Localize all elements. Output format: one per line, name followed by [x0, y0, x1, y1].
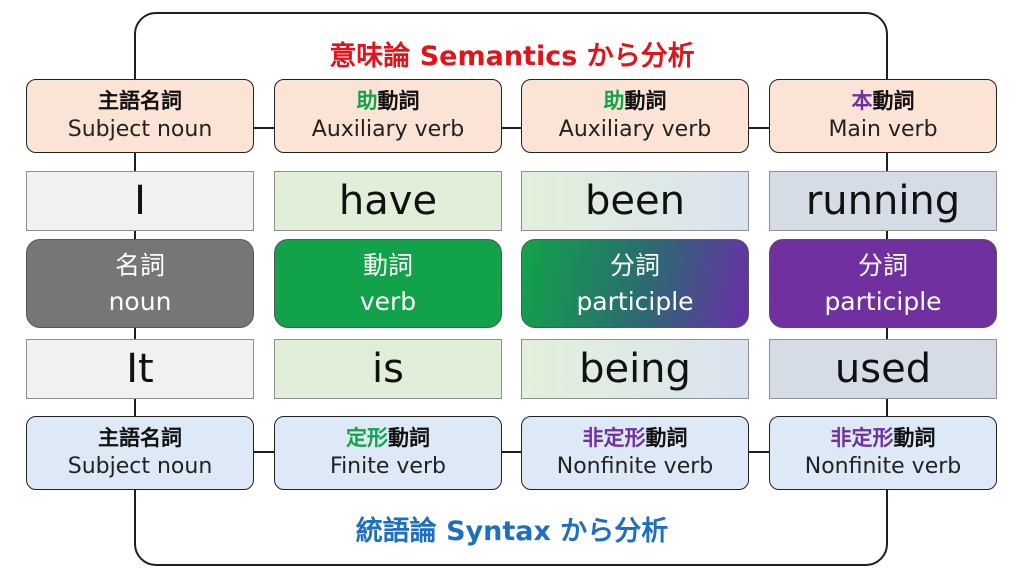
syntactic-label-nonfinite-verb: 非定形動詞 Nonfinite verb — [769, 416, 997, 490]
pos-participle: 分詞 participle — [769, 239, 997, 328]
syntactic-label-subject-noun: 主語名詞 Subject noun — [26, 416, 254, 490]
pos-verb: 動詞 verb — [274, 239, 502, 328]
pos-en: noun — [108, 286, 172, 316]
syntactic-connector — [254, 451, 274, 453]
sentence1-word: I — [26, 171, 254, 231]
semantic-label-en: Main verb — [828, 117, 938, 142]
semantic-label-en: Auxiliary verb — [311, 117, 465, 142]
sentence2-word: is — [274, 339, 502, 399]
sentence2-word: It — [26, 339, 254, 399]
sentence2-word: used — [769, 339, 997, 399]
syntactic-label-en: Finite verb — [330, 454, 446, 479]
sentence1-word: running — [769, 171, 997, 231]
semantic-connector — [749, 127, 769, 129]
syntactic-label-en: Nonfinite verb — [804, 454, 962, 479]
semantic-label-jp: 助動詞 — [356, 89, 420, 113]
syntactic-label-en: Subject noun — [67, 454, 213, 479]
syntactic-label-jp: 主語名詞 — [98, 426, 182, 450]
syntactic-connector — [502, 451, 522, 453]
semantic-label-en: Auxiliary verb — [558, 117, 712, 142]
semantic-label-jp: 主語名詞 — [98, 89, 182, 113]
sentence2-word: being — [521, 339, 749, 399]
semantic-label-subject-noun: 主語名詞 Subject noun — [26, 79, 254, 153]
pos-jp: 分詞 — [609, 250, 660, 280]
semantics-title: 意味論 Semantics から分析 — [0, 34, 1024, 73]
semantic-connector — [254, 127, 274, 129]
syntactic-connector — [749, 451, 769, 453]
pos-en: verb — [359, 286, 417, 316]
semantic-label-jp: 本動詞 — [851, 89, 915, 113]
pos-en: participle — [824, 286, 942, 316]
syntactic-label-jp: 非定形動詞 — [830, 426, 936, 450]
pos-en: participle — [576, 286, 694, 316]
syntactic-label-jp: 非定形動詞 — [582, 426, 688, 450]
sentence1-word: have — [274, 171, 502, 231]
syntactic-label-nonfinite-verb: 非定形動詞 Nonfinite verb — [521, 416, 749, 490]
semantic-label-jp: 助動詞 — [603, 89, 667, 113]
syntactic-label-finite-verb: 定形動詞 Finite verb — [274, 416, 502, 490]
pos-noun: 名詞 noun — [26, 239, 254, 328]
semantic-label-auxiliary-verb: 助動詞 Auxiliary verb — [521, 79, 749, 153]
semantic-label-main-verb: 本動詞 Main verb — [769, 79, 997, 153]
pos-participle: 分詞 participle — [521, 239, 749, 328]
syntax-title: 統語論 Syntax から分析 — [0, 509, 1024, 548]
syntactic-label-en: Nonfinite verb — [556, 454, 714, 479]
semantic-label-auxiliary-verb: 助動詞 Auxiliary verb — [274, 79, 502, 153]
semantic-connector — [502, 127, 522, 129]
pos-jp: 名詞 — [114, 250, 165, 280]
sentence1-word: been — [521, 171, 749, 231]
semantic-label-en: Subject noun — [67, 117, 213, 142]
pos-jp: 分詞 — [857, 250, 908, 280]
syntactic-label-jp: 定形動詞 — [346, 426, 430, 450]
pos-jp: 動詞 — [362, 250, 413, 280]
